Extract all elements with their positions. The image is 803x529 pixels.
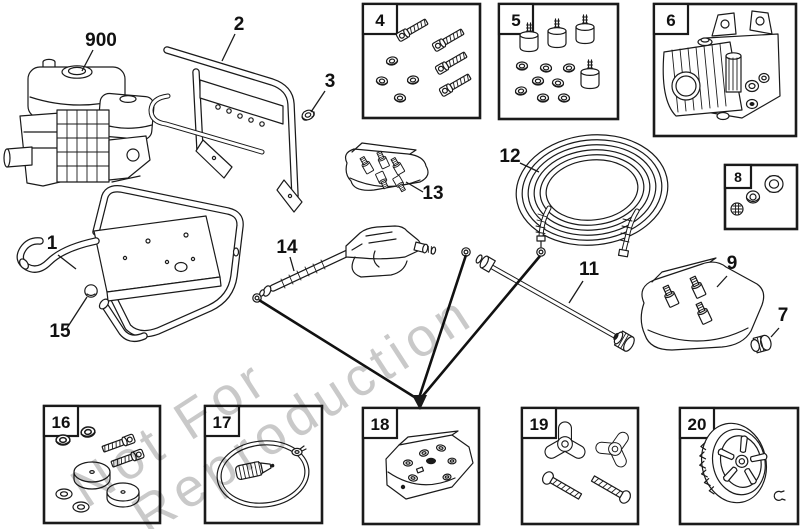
callout-nozzle-bag-label: 9 [727, 253, 738, 274]
box-20-number-tab [678, 406, 716, 440]
wheel-illustration [699, 422, 768, 504]
box-17-number: 17 [213, 413, 232, 432]
callout-lance-label: 11 [579, 259, 600, 280]
parts-box-18: 18 [361, 406, 481, 526]
leader-arrowhead [412, 395, 427, 410]
frame-illustration [16, 184, 244, 342]
box-8-number-tab [723, 163, 753, 190]
hose-illustration [515, 134, 669, 258]
wheel-clip-illustration [773, 490, 786, 501]
box-18-number-tab [361, 406, 399, 440]
box-6-number: 6 [666, 11, 675, 30]
box-19-number: 19 [530, 415, 549, 434]
callout-grommet-label: 3 [325, 71, 336, 92]
spray-gun-illustration [259, 225, 437, 297]
box-4-number: 4 [375, 11, 385, 30]
callout-leader-lines [57, 33, 780, 338]
callout-coupler-label: 7 [778, 305, 789, 326]
grommet-illustration [301, 109, 315, 121]
parts-box-8: 8 [723, 163, 799, 231]
box-17-number-tab [203, 404, 241, 438]
box-20-number: 20 [688, 415, 707, 434]
box-5-number: 5 [511, 11, 520, 30]
callout-plug-label: 15 [49, 321, 71, 342]
parts-box-16: 16 [42, 404, 162, 525]
parts-box-5: 5 [497, 2, 620, 121]
callout-frame-label: 1 [47, 233, 58, 254]
box-16-number: 16 [52, 413, 71, 432]
callout-spray-gun-label: 14 [276, 237, 298, 258]
box-6-number-tab [652, 2, 690, 36]
fitting-bag-illustration [344, 142, 429, 194]
box-18-number: 18 [371, 415, 390, 434]
engine-illustration [3, 58, 155, 187]
box-19-number-tab [520, 406, 558, 440]
oring-kit-leader-lines [258, 254, 541, 410]
box-4-number-tab [361, 2, 399, 36]
callout-engine-label: 900 [85, 30, 117, 51]
parts-box-17: 17 [203, 404, 324, 525]
parts-box-20: 20 [678, 406, 800, 526]
callout-hose-label: 12 [499, 146, 520, 167]
parts-box-6: 6 [652, 2, 798, 138]
oring-kit-bag-illustration [385, 430, 474, 500]
parts-box-4: 4 [361, 2, 482, 120]
lance-illustration [475, 254, 635, 352]
callout-fitting-bag-label: 13 [422, 183, 443, 204]
nozzle-bag-illustration [640, 257, 765, 351]
coupler-illustration [750, 334, 772, 354]
box-8-number: 8 [734, 169, 742, 185]
pump-illustration [662, 10, 781, 121]
plug-illustration [84, 284, 98, 298]
parts-box-19: 19 [520, 406, 643, 526]
callout-handle-label: 2 [234, 14, 245, 35]
handle-illustration [148, 46, 303, 213]
